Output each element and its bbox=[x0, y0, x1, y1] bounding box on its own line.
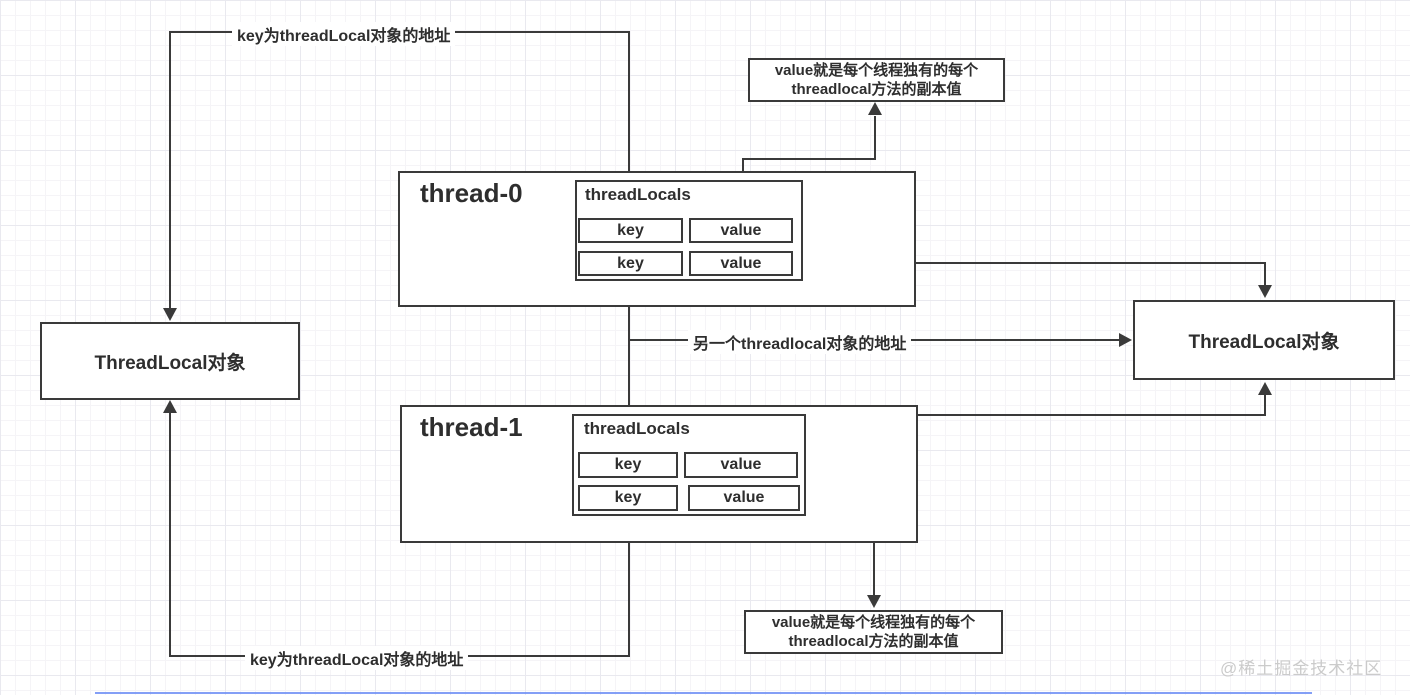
key-line-segment-middle bbox=[628, 276, 630, 453]
thread0-value2-line-vertical bbox=[1264, 262, 1266, 285]
bottom-annotation-box: value就是每个线程独有的每个 threadlocal方法的副本值 bbox=[744, 610, 1003, 654]
right-threadlocal-object-box: ThreadLocal对象 bbox=[1133, 300, 1395, 380]
bottom-annotation-line2: threadlocal方法的副本值 bbox=[788, 633, 959, 650]
arrowhead-into-top-annotation bbox=[868, 102, 882, 115]
arrowhead-into-bottom-annotation bbox=[867, 595, 881, 608]
arrowhead-into-right-box-bottom bbox=[1258, 382, 1272, 395]
thread0-key-cell-2: key bbox=[578, 251, 683, 276]
edge-left-vertical-top bbox=[169, 31, 171, 308]
bottom-blue-bar bbox=[95, 692, 1312, 694]
edge-left-vertical-bottom bbox=[169, 413, 171, 657]
thread0-value2-line-horizontal bbox=[793, 262, 1266, 264]
arrowhead-into-left-box-bottom bbox=[163, 400, 177, 413]
arrowhead-into-left-box-top bbox=[163, 308, 177, 321]
top-annotation-box: value就是每个线程独有的每个 threadlocal方法的副本值 bbox=[748, 58, 1005, 102]
thread0-key-cell-1: key bbox=[578, 218, 683, 243]
thread1-key-cell-2: key bbox=[578, 485, 678, 511]
bottom-annotation-arrow-line bbox=[873, 543, 875, 596]
left-threadlocal-object-label: ThreadLocal对象 bbox=[94, 352, 246, 374]
top-annotation-arrow-line bbox=[874, 116, 876, 160]
thread1-table-line-vertical bbox=[1264, 395, 1266, 416]
thread1-threadlocals-title: threadLocals bbox=[584, 419, 690, 438]
edge-label-another-threadlocal: 另一个threadlocal对象的地址 bbox=[688, 330, 912, 354]
arrowhead-into-right-box-top bbox=[1258, 285, 1272, 298]
left-threadlocal-object-box: ThreadLocal对象 bbox=[40, 322, 300, 400]
arrowhead-into-right-box-left bbox=[1119, 333, 1132, 347]
top-annotation-line2: threadlocal方法的副本值 bbox=[791, 81, 962, 98]
thread1-value-cell-2: value bbox=[688, 485, 800, 511]
key-line-segment-lower bbox=[628, 511, 630, 657]
right-threadlocal-object-label: ThreadLocal对象 bbox=[1188, 331, 1340, 353]
thread0-value-line-horizontal bbox=[742, 158, 876, 160]
thread1-title: thread-1 bbox=[420, 412, 523, 442]
thread0-title: thread-0 bbox=[420, 178, 523, 208]
watermark-text: @稀土掘金技术社区 bbox=[1220, 659, 1383, 678]
thread1-value-cell-1: value bbox=[684, 452, 798, 478]
top-annotation-line1: value就是每个线程独有的每个 bbox=[774, 62, 979, 79]
thread0-value-cell-2: value bbox=[689, 251, 793, 276]
edge-label-top-key: key为threadLocal对象的地址 bbox=[232, 22, 456, 46]
thread0-threadlocals-title: threadLocals bbox=[585, 185, 691, 204]
thread1-table-line-horizontal bbox=[806, 414, 1266, 416]
edge-label-bottom-key: key为threadLocal对象的地址 bbox=[245, 646, 469, 670]
bottom-annotation-line1: value就是每个线程独有的每个 bbox=[771, 614, 976, 631]
key-line-segment-upper bbox=[628, 31, 630, 219]
thread1-key-cell-1: key bbox=[578, 452, 678, 478]
thread0-value-cell-1: value bbox=[689, 218, 793, 243]
